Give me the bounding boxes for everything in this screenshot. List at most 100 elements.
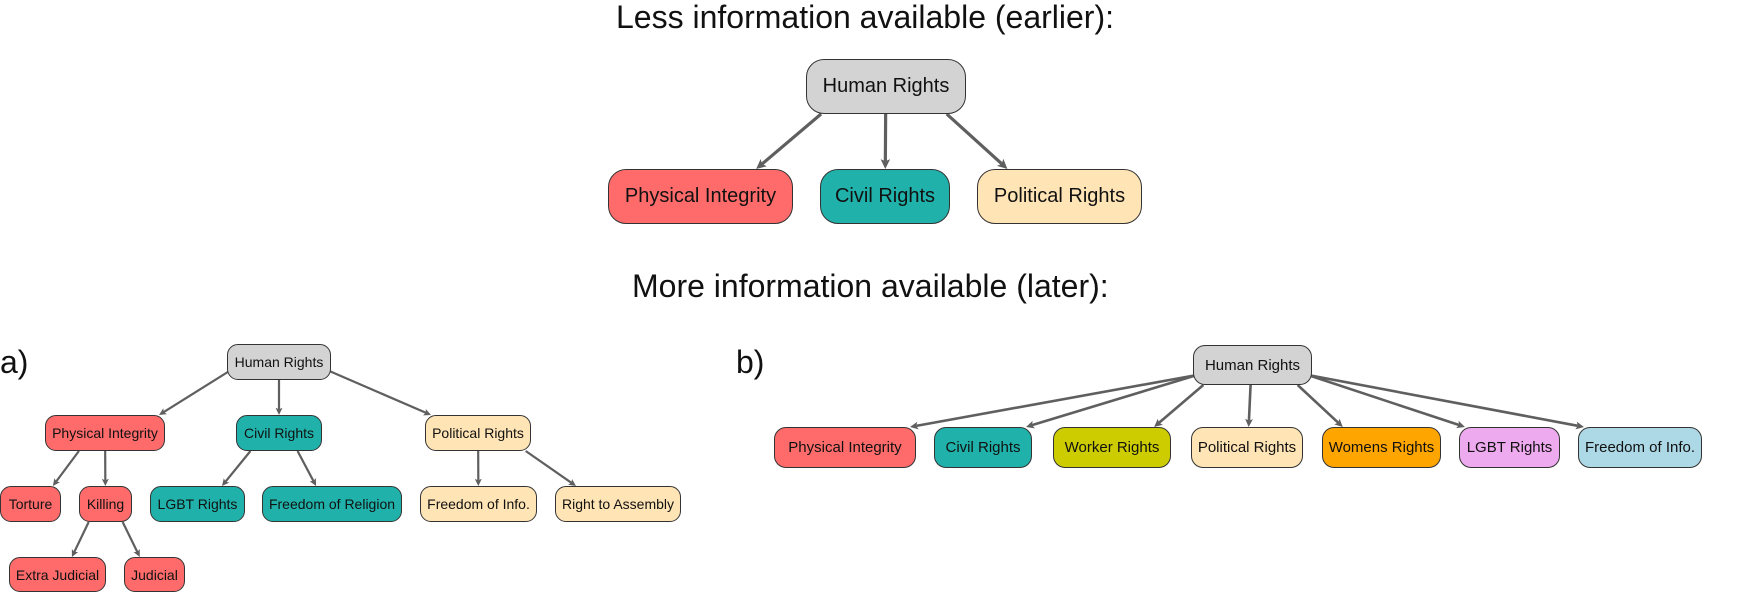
node-label: Civil Rights bbox=[243, 425, 314, 441]
edge-tree-b-hr-fi bbox=[1307, 373, 1584, 430]
tree-a-node-freedom-of-info: Freedom of Info. bbox=[420, 486, 537, 522]
earlier-tree-node-political-rights: Political Rights bbox=[977, 169, 1142, 224]
tree-b-node-physical-integrity: Physical Integrity bbox=[774, 427, 916, 468]
arrowhead-icon bbox=[474, 478, 482, 486]
node-label: Human Rights bbox=[234, 354, 324, 370]
node-label: Political Rights bbox=[1197, 439, 1297, 456]
edge-tree-b-hr-wo bbox=[1296, 384, 1343, 427]
edge-tree-a-ki-ej bbox=[71, 521, 90, 557]
node-label: Extra Judicial bbox=[15, 566, 100, 583]
edge-tree-a-hr-cr bbox=[275, 380, 283, 415]
edge-line bbox=[525, 450, 573, 484]
arrowhead-icon bbox=[52, 478, 60, 486]
edge-tree-b-hr-cr bbox=[1026, 373, 1198, 429]
edge-tree-a-hr-pr bbox=[326, 368, 431, 416]
node-label: Judicial bbox=[131, 566, 178, 583]
edge-tree-a-pi-ki bbox=[101, 450, 109, 486]
edge-line bbox=[1247, 384, 1252, 421]
edge-line bbox=[915, 373, 1198, 428]
edge-line bbox=[296, 450, 315, 482]
node-label: Physical Integrity bbox=[788, 439, 902, 456]
node-label: Civil Rights bbox=[834, 185, 936, 207]
edge-earlier-tree-hr-cr bbox=[880, 113, 891, 169]
edge-line bbox=[121, 521, 139, 553]
tree-a-node-torture: Torture bbox=[0, 486, 61, 522]
node-label: Political Rights bbox=[432, 425, 524, 441]
title-later: More information available (later): bbox=[632, 268, 1109, 304]
edge-line bbox=[326, 368, 427, 414]
tree-b-node-lgbt-rights: LGBT Rights bbox=[1459, 427, 1560, 468]
node-label: LGBT Rights bbox=[1466, 439, 1553, 456]
arrowhead-icon bbox=[996, 158, 1008, 169]
node-label: Torture bbox=[8, 496, 53, 512]
edge-line bbox=[55, 450, 80, 483]
edge-tree-a-pr-fi bbox=[474, 450, 482, 486]
arrowhead-icon bbox=[133, 549, 140, 557]
edge-line bbox=[1031, 373, 1198, 427]
edge-earlier-tree-hr-pi bbox=[756, 112, 823, 169]
edge-tree-a-ki-ju bbox=[121, 521, 140, 557]
tree-a-node-right-to-assembly: Right to Assembly bbox=[555, 486, 681, 522]
tree-a-node-lgbt-rights: LGBT Rights bbox=[150, 486, 245, 522]
tree-b-node-worker-rights: Worker Rights bbox=[1053, 427, 1171, 468]
node-label: LGBT Rights bbox=[157, 496, 238, 512]
arrowhead-icon bbox=[910, 421, 919, 430]
tree-b-node-womens-rights: Womens Rights bbox=[1322, 427, 1441, 468]
edge-line bbox=[1307, 373, 1460, 427]
arrowhead-icon bbox=[568, 479, 576, 486]
panel-label-a: a) bbox=[0, 344, 29, 380]
edge-line bbox=[163, 369, 232, 413]
edge-line bbox=[224, 450, 252, 483]
edge-tree-a-cr-lg bbox=[221, 450, 252, 486]
node-label: Human Rights bbox=[822, 75, 950, 97]
earlier-tree-node-civil-rights: Civil Rights bbox=[820, 169, 950, 224]
node-label: Physical Integrity bbox=[52, 425, 158, 441]
arrowhead-icon bbox=[1245, 418, 1253, 427]
tree-a-node-extra-judicial: Extra Judicial bbox=[9, 557, 106, 592]
earlier-tree-node-human-rights: Human Rights bbox=[806, 59, 966, 114]
arrowhead-icon bbox=[756, 158, 767, 169]
arrowhead-icon bbox=[101, 478, 109, 486]
arrowhead-icon bbox=[159, 408, 167, 415]
edge-line bbox=[1307, 373, 1579, 428]
tree-b-node-political-rights: Political Rights bbox=[1191, 427, 1303, 468]
arrowhead-icon bbox=[1026, 420, 1035, 429]
arrowhead-icon bbox=[309, 478, 317, 486]
edge-tree-a-cr-fr bbox=[296, 450, 317, 486]
arrowhead-icon bbox=[1154, 418, 1163, 427]
edge-tree-b-hr-pr bbox=[1245, 384, 1253, 427]
node-label: Freedom of Info. bbox=[427, 496, 530, 512]
edge-line bbox=[73, 521, 90, 553]
arrowhead-icon bbox=[71, 549, 79, 557]
node-label: Civil Rights bbox=[945, 439, 1021, 456]
tree-b-node-civil-rights: Civil Rights bbox=[934, 427, 1032, 468]
tree-a-node-freedom-of-religion: Freedom of Religion bbox=[262, 486, 402, 522]
tree-b-node-freedom-of-info: Freedom of Info. bbox=[1578, 427, 1702, 468]
tree-a-node-political-rights: Political Rights bbox=[425, 415, 531, 451]
tree-a-node-physical-integrity: Physical Integrity bbox=[45, 415, 165, 451]
node-label: Killing bbox=[86, 496, 125, 512]
tree-a-node-judicial: Judicial bbox=[124, 557, 185, 592]
edge-line bbox=[1296, 384, 1340, 424]
arrowhead-icon bbox=[221, 478, 230, 486]
edge-earlier-tree-hr-pr bbox=[945, 112, 1008, 169]
arrowhead-icon bbox=[1456, 420, 1465, 429]
node-label: Womens Rights bbox=[1328, 439, 1435, 456]
edge-line bbox=[1158, 384, 1205, 424]
arrowhead-icon bbox=[275, 407, 283, 415]
edge-line bbox=[760, 112, 823, 166]
earlier-tree-node-physical-integrity: Physical Integrity bbox=[608, 169, 793, 224]
title-earlier: Less information available (earlier): bbox=[616, 0, 1114, 35]
node-label: Human Rights bbox=[1204, 356, 1301, 374]
edge-line bbox=[945, 112, 1003, 166]
node-label: Right to Assembly bbox=[561, 496, 675, 512]
tree-a-node-killing: Killing bbox=[79, 486, 132, 522]
edge-tree-a-pr-ra bbox=[525, 450, 576, 486]
tree-b-node-human-rights: Human Rights bbox=[1193, 345, 1312, 385]
edge-tree-b-hr-lg bbox=[1307, 373, 1465, 429]
edge-tree-b-hr-pi bbox=[910, 373, 1198, 430]
arrowhead-icon bbox=[1575, 421, 1584, 430]
edge-tree-a-hr-pi bbox=[159, 369, 232, 415]
tree-a-node-human-rights: Human Rights bbox=[227, 344, 331, 380]
